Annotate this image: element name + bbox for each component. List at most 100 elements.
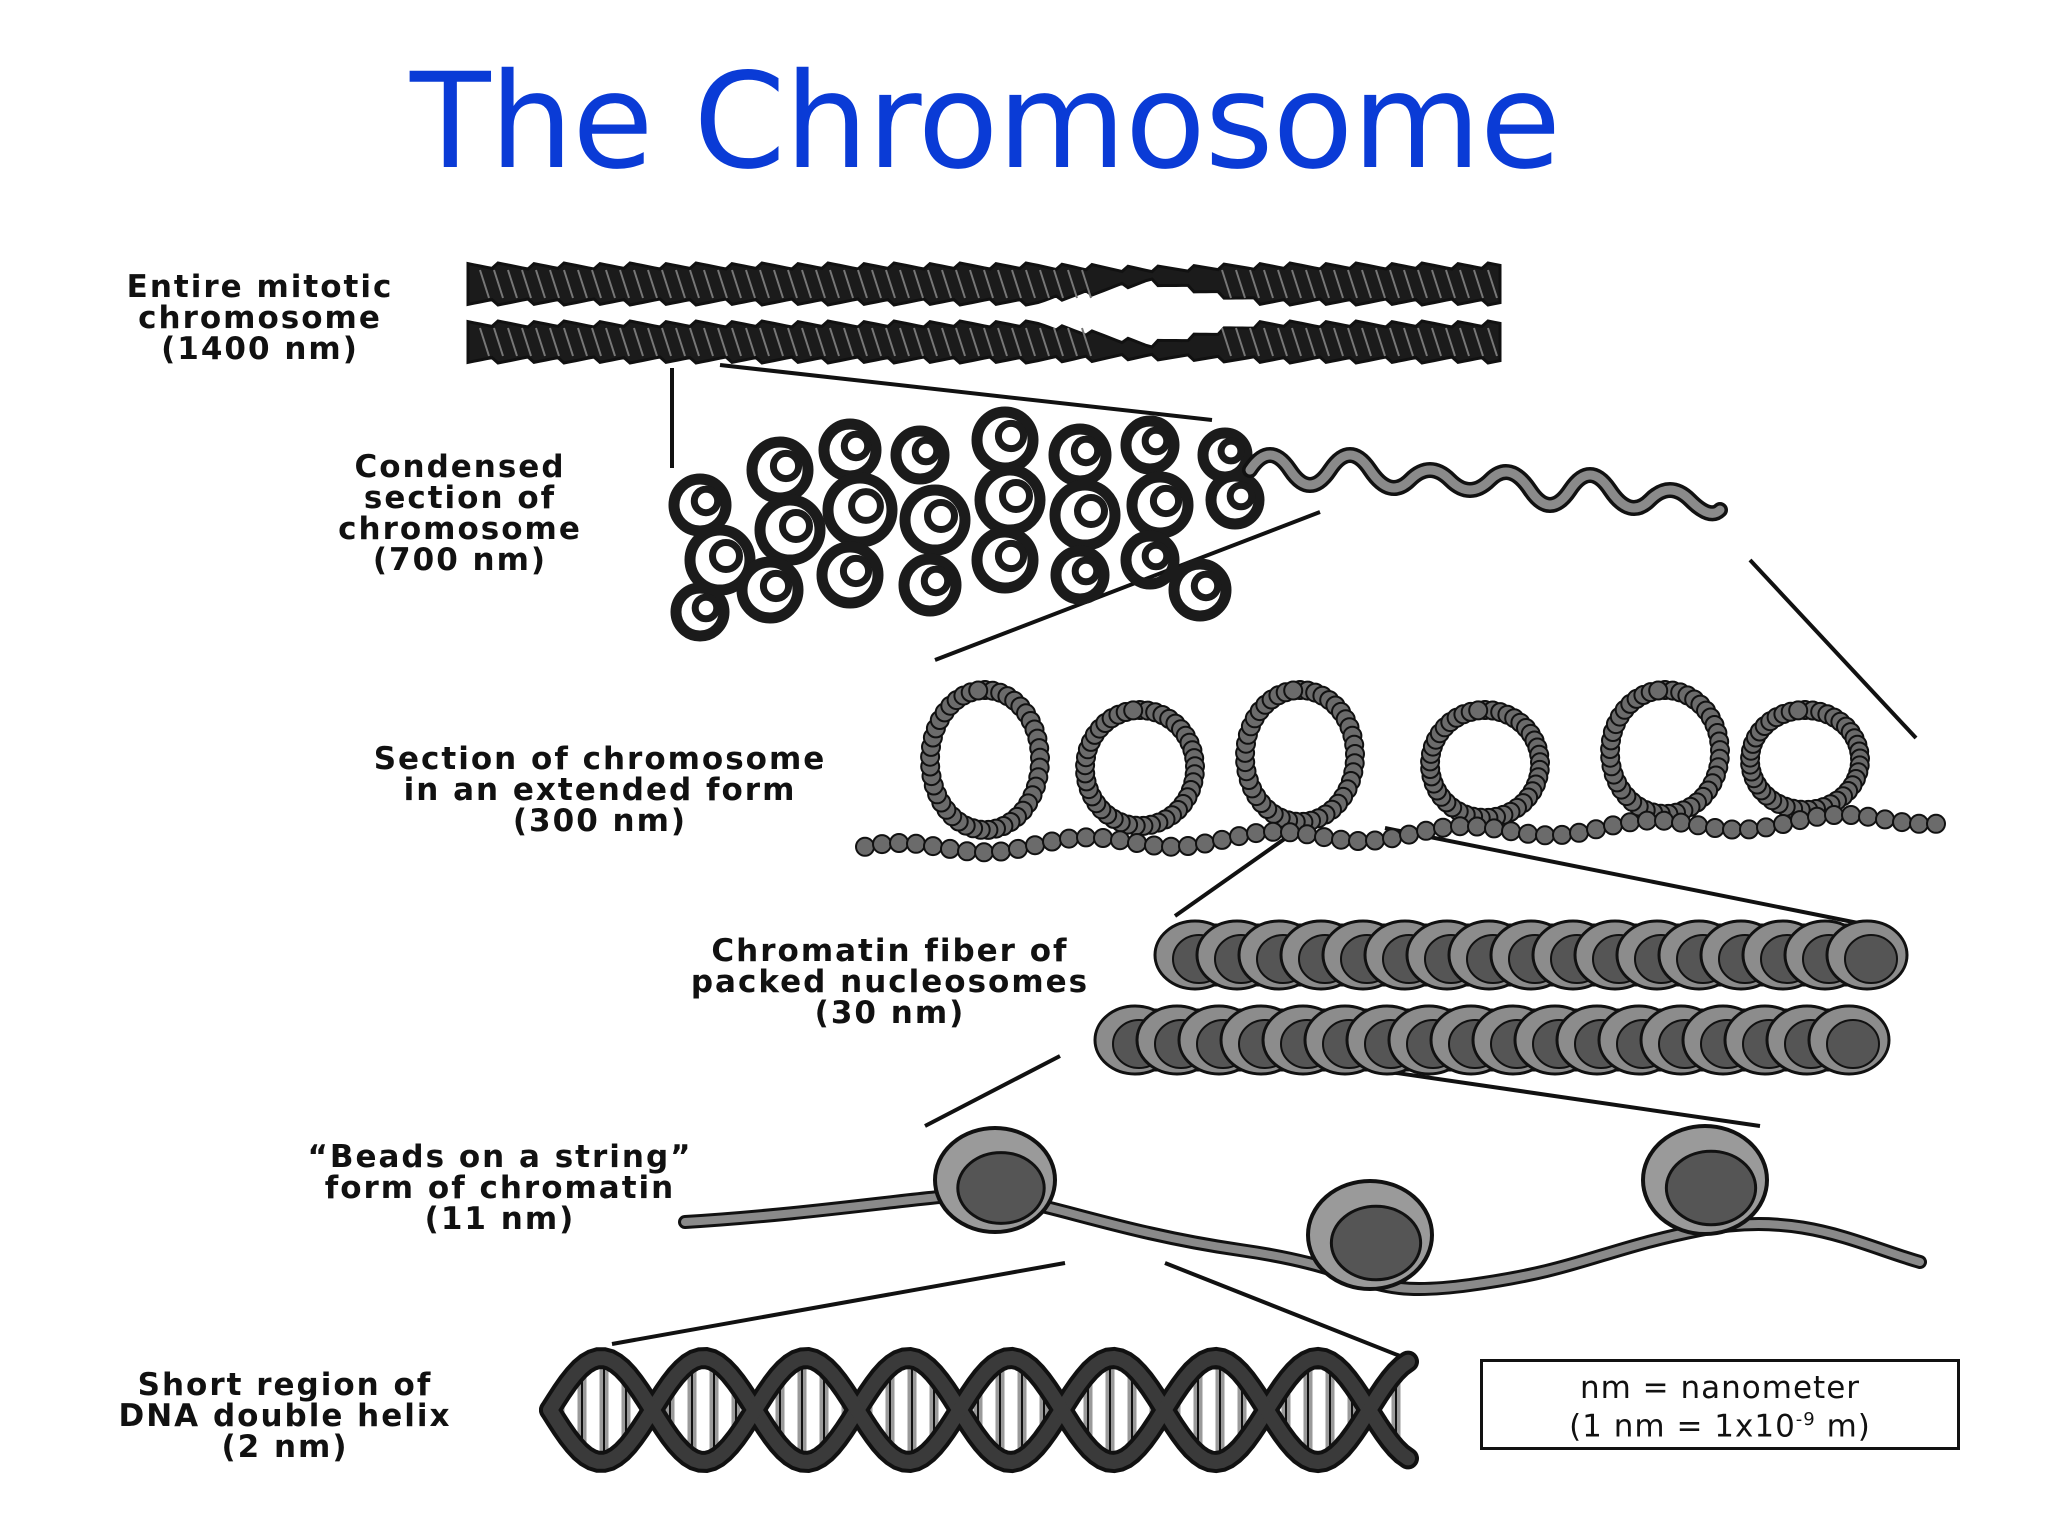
chromatid-texture [871, 327, 882, 357]
chromatid-texture [619, 269, 630, 299]
chromatid-texture [1361, 327, 1372, 357]
chromatid-texture [479, 269, 490, 299]
label-line: “Beads on a string” [307, 1139, 693, 1175]
coil-loop-inner [994, 539, 1028, 573]
chromatin-bead [1195, 833, 1215, 854]
chromatid-texture [899, 327, 910, 357]
label-mitotic-chromosome: Entire mitotic chromosome (1400 nm) [60, 272, 460, 365]
chromatid-texture [1277, 269, 1288, 299]
legend-line-2-suffix: m) [1815, 1408, 1871, 1445]
chromatid-texture [1431, 269, 1442, 299]
chromatid-texture [1487, 327, 1498, 357]
chromatid-texture [549, 327, 560, 357]
chromatin-bead [1042, 831, 1062, 852]
chromatin-bead [1433, 817, 1453, 838]
coil-loop-inner [1071, 556, 1101, 586]
chromatin-bead [1705, 818, 1725, 838]
coil-loop [1120, 415, 1180, 475]
chromatin-bead [1688, 815, 1708, 836]
chromatin-bead [1161, 836, 1181, 857]
chromatid-texture [1235, 327, 1246, 357]
chromatid-texture [941, 327, 952, 357]
chromatin-bead [1788, 700, 1809, 721]
label-line: in an extended form [403, 772, 797, 808]
coil-loop-inner [840, 430, 872, 462]
chromatin-bead [1246, 823, 1266, 844]
chromatid-texture [1473, 269, 1484, 299]
chromatid-texture [1263, 327, 1274, 357]
connector-line [611, 1261, 1066, 1346]
chromatid-texture [577, 327, 588, 357]
mitotic-chromosome-drawing [466, 261, 1502, 365]
chromatid-texture [745, 327, 756, 357]
coil-loop [1050, 545, 1110, 605]
chromatid-texture [1277, 327, 1288, 357]
coil-loop-inner [1217, 437, 1245, 465]
chromatid-texture [885, 269, 896, 299]
label-chromatin-fiber: Chromatin fiber of packed nucleosomes (3… [600, 936, 1180, 1029]
chromatid-texture [1319, 327, 1330, 357]
chromatin-bead [1841, 805, 1861, 825]
chromatid-texture [1445, 269, 1456, 299]
coil-loop-inner [848, 488, 884, 524]
chromatin-bead [1586, 819, 1606, 840]
coil-loop-inner [779, 509, 813, 543]
chromatid-texture [913, 269, 924, 299]
nucleosome-core [1826, 1019, 1880, 1069]
coil-loop-inner [839, 554, 873, 588]
connector-line [719, 363, 1213, 422]
chromatin-bead [1807, 806, 1827, 827]
chromatid-texture [633, 269, 644, 299]
chromatin-bead [940, 838, 960, 859]
connector-line [1384, 826, 1894, 932]
chromatid-texture [1361, 269, 1372, 299]
coil-loop [816, 541, 884, 609]
coil-loop [684, 524, 756, 596]
chromatid-texture [773, 269, 784, 299]
chromatid-texture [899, 269, 910, 299]
chromatid-texture [661, 327, 672, 357]
chromatid-texture [787, 327, 798, 357]
legend-line-1: nm = nanometer [1579, 1370, 1861, 1406]
chromatid-texture [1389, 327, 1400, 357]
chromatid-texture [1291, 269, 1302, 299]
coil-loop-inner [920, 565, 952, 597]
chromatin-bead [1892, 812, 1912, 833]
chromatid-texture [1459, 327, 1470, 357]
coil-loop [754, 494, 826, 566]
chromatin-bead [1824, 805, 1844, 825]
chromatid-texture [1053, 327, 1064, 357]
chromatin-bead [1739, 819, 1759, 840]
label-line: (300 nm) [512, 803, 688, 839]
connector-line [1173, 826, 1302, 918]
chromatid-texture [857, 269, 868, 299]
chromatid-texture [661, 269, 672, 299]
chromatin-bead [1790, 810, 1810, 831]
chromatin-bead [1722, 819, 1742, 840]
chromatid-texture [787, 269, 798, 299]
chromatid-texture [927, 269, 938, 299]
chromatid-texture [1249, 327, 1260, 357]
chromatid-texture [1081, 269, 1092, 299]
chromatid-texture [759, 327, 770, 357]
chromatin-bead [923, 836, 943, 857]
coil-loop [1049, 479, 1121, 551]
chromatid-texture [535, 327, 546, 357]
chromatid-texture [605, 269, 616, 299]
label-line: Entire mitotic [126, 269, 394, 305]
label-line: packed nucleosomes [690, 964, 1090, 1000]
label-line: Short region of [137, 1367, 433, 1403]
chromatin-bead [1648, 680, 1669, 701]
chromatid-texture [773, 327, 784, 357]
coil-loop-inner [1074, 494, 1108, 528]
chromatid-texture [815, 327, 826, 357]
extended-bead-loops-drawing [855, 680, 1946, 863]
connector-line [924, 1054, 1061, 1128]
label-line: Section of chromosome [373, 741, 827, 777]
chromatin-bead [1552, 824, 1572, 845]
chromatid-texture [997, 327, 1008, 357]
chromatid-texture [969, 269, 980, 299]
chromatid [466, 319, 1502, 365]
chromatid-texture [647, 327, 658, 357]
